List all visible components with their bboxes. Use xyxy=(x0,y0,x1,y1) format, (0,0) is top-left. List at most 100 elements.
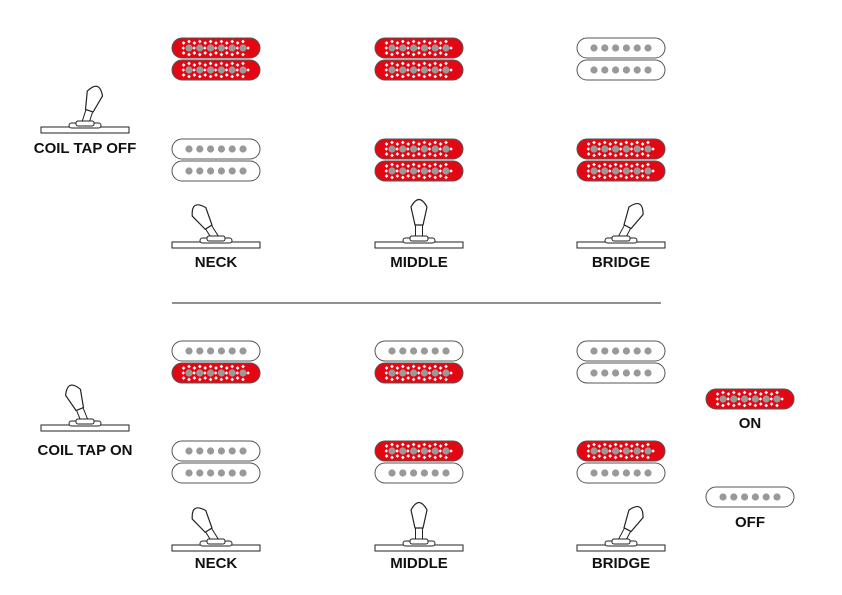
position-label: BRIDGE xyxy=(592,254,650,271)
pole-piece xyxy=(601,369,609,377)
pole-piece xyxy=(185,369,193,377)
pole-piece xyxy=(217,44,225,52)
pole-piece xyxy=(239,347,247,355)
pole-piece xyxy=(633,66,641,74)
pole-piece xyxy=(388,447,396,455)
pole-piece xyxy=(431,66,439,74)
pole-piece xyxy=(196,145,204,153)
pole-piece xyxy=(633,44,641,52)
pole-piece xyxy=(644,167,652,175)
pole-piece xyxy=(399,469,407,477)
pole-piece xyxy=(590,44,598,52)
pole-piece xyxy=(228,145,236,153)
pole-piece xyxy=(228,167,236,175)
pole-piece xyxy=(442,347,450,355)
pole-piece xyxy=(207,145,215,153)
pole-piece xyxy=(601,167,609,175)
pole-piece xyxy=(420,66,428,74)
pole-piece xyxy=(399,167,407,175)
pole-piece xyxy=(762,395,770,403)
selector-switch-middle[interactable] xyxy=(374,198,464,249)
coil-top xyxy=(374,37,464,59)
pole-piece xyxy=(622,66,631,74)
coil-top xyxy=(576,138,666,160)
pole-piece xyxy=(773,395,781,403)
pole-piece xyxy=(622,347,631,355)
pole-piece xyxy=(207,469,215,477)
pole-piece xyxy=(644,347,652,355)
pole-piece xyxy=(228,447,236,455)
pole-piece xyxy=(207,447,215,455)
pole-piece xyxy=(217,447,225,455)
pole-piece xyxy=(228,347,236,355)
pole-piece xyxy=(196,44,204,52)
pole-piece xyxy=(239,44,247,52)
pole-piece xyxy=(431,469,439,477)
pole-piece xyxy=(590,66,598,74)
pole-piece xyxy=(751,395,760,403)
pole-piece xyxy=(431,44,439,52)
pole-piece xyxy=(601,145,609,153)
pole-piece xyxy=(622,469,631,477)
pole-piece xyxy=(239,167,247,175)
pickup-lower xyxy=(576,138,666,182)
pole-piece xyxy=(612,447,620,455)
coil-bottom xyxy=(576,362,666,384)
selector-switch-bridge[interactable] xyxy=(576,503,666,552)
pole-piece xyxy=(217,469,225,477)
coil-tap-switch-off[interactable] xyxy=(40,84,130,134)
pole-piece xyxy=(185,469,193,477)
pole-piece xyxy=(442,66,450,74)
pole-piece xyxy=(239,369,247,377)
pole-piece xyxy=(410,369,418,377)
legend-coil-off xyxy=(705,486,795,508)
pole-piece xyxy=(633,469,641,477)
selector-switch-middle[interactable] xyxy=(374,501,464,552)
pickup-lower xyxy=(576,440,666,484)
pole-piece xyxy=(388,145,396,153)
legend-label: OFF xyxy=(735,514,765,531)
pole-piece xyxy=(601,469,609,477)
coil-top xyxy=(171,37,261,59)
pole-piece xyxy=(590,469,598,477)
coil-bottom xyxy=(171,59,261,81)
pole-piece xyxy=(612,167,620,175)
coil-tap-switch-on[interactable] xyxy=(40,382,130,432)
pole-piece xyxy=(399,447,407,455)
pole-piece xyxy=(633,145,641,153)
pole-piece xyxy=(185,447,193,455)
coil-top xyxy=(576,340,666,362)
pole-piece xyxy=(442,167,450,175)
pole-piece xyxy=(644,369,652,377)
pole-piece xyxy=(622,167,631,175)
pole-piece xyxy=(442,369,450,377)
pole-piece xyxy=(420,447,428,455)
pole-piece xyxy=(741,493,749,501)
coil-bottom xyxy=(576,160,666,182)
pole-piece xyxy=(420,469,428,477)
selector-switch-neck[interactable] xyxy=(171,201,261,249)
pole-piece xyxy=(773,493,781,501)
pole-piece xyxy=(420,167,428,175)
pole-piece xyxy=(719,493,727,501)
pickup-upper xyxy=(576,37,666,81)
pole-piece xyxy=(601,447,609,455)
coil-bottom xyxy=(171,362,261,384)
selector-switch-neck[interactable] xyxy=(171,504,261,552)
pole-piece xyxy=(601,347,609,355)
pole-piece xyxy=(741,395,749,403)
position-label: MIDDLE xyxy=(390,254,448,271)
pole-piece xyxy=(207,167,215,175)
pole-piece xyxy=(730,493,738,501)
pole-piece xyxy=(612,469,620,477)
pole-piece xyxy=(442,447,450,455)
coil-top xyxy=(576,37,666,59)
pole-piece xyxy=(442,44,450,52)
pole-piece xyxy=(228,44,236,52)
pickup-upper xyxy=(576,340,666,384)
pole-piece xyxy=(239,66,247,74)
selector-switch-bridge[interactable] xyxy=(576,200,666,249)
pole-piece xyxy=(228,369,236,377)
coil-top xyxy=(171,440,261,462)
pole-piece xyxy=(633,167,641,175)
